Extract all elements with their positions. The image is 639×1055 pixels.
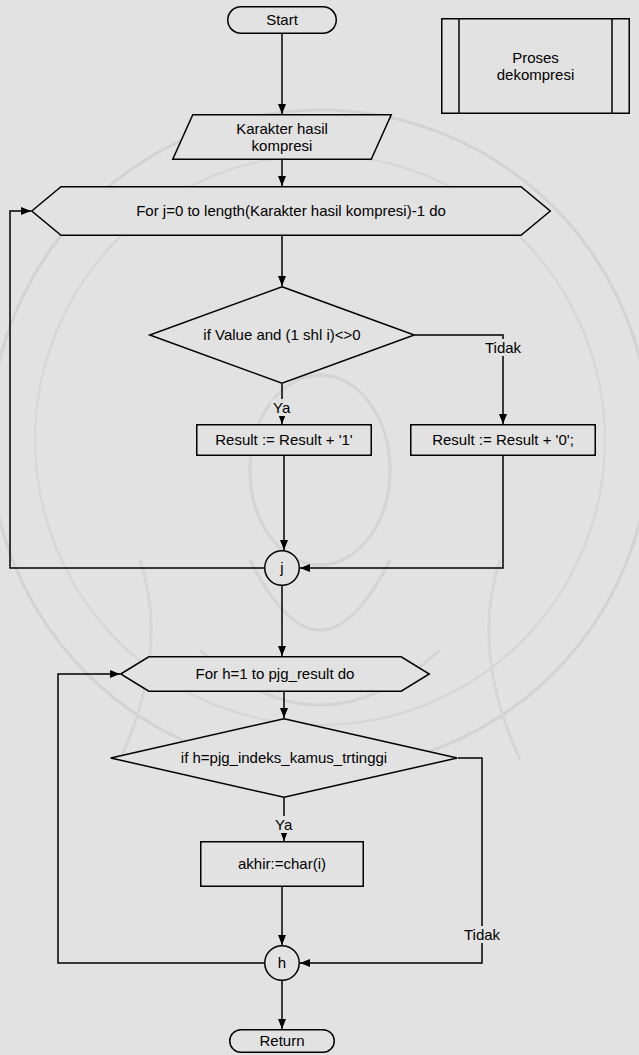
node-text: Result := Result + '0'; <box>432 431 574 448</box>
node-text: if h=pjg_indeks_kamus_trtinggi <box>181 749 387 766</box>
node-text: h <box>278 954 286 971</box>
flow-arrow <box>58 674 264 963</box>
node-text: Proses dekompresi <box>481 49 591 84</box>
watermark-ring <box>0 110 639 770</box>
node-text: Result := Result + '1' <box>215 431 352 448</box>
box-outline <box>201 842 364 887</box>
diamond-outline <box>111 719 458 798</box>
circle-outline <box>265 551 300 586</box>
predefined-process-box: Proses dekompresi <box>441 18 630 114</box>
decision-diamond: if h=pjg_indeks_kamus_trtinggi <box>110 718 458 798</box>
loop-hexagon: For h=1 to pjg_result do <box>120 656 430 692</box>
flow-arrow <box>283 456 285 550</box>
flow-arrow <box>281 34 283 114</box>
watermark-ring <box>35 155 605 725</box>
branch-label: Ya <box>271 399 292 416</box>
node-text: For h=1 to pjg_result do <box>196 665 355 682</box>
terminator-outline <box>228 7 337 34</box>
branch-label: Tidak <box>483 339 523 356</box>
circle-outline <box>265 946 300 981</box>
process-box: Result := Result + '0'; <box>410 424 596 456</box>
decision-diamond: if Value and (1 shl i)<>0 <box>149 286 415 384</box>
predefined-side-line <box>458 19 460 114</box>
node-text: j <box>280 559 283 576</box>
node-text: For j=0 to length(Karakter hasil kompres… <box>136 202 446 219</box>
parallelogram-outline <box>173 115 392 160</box>
branch-label: Tidak <box>462 926 502 943</box>
process-box: Result := Result + '1' <box>196 424 372 456</box>
box-outline <box>197 425 372 456</box>
node-text: Return <box>259 1032 304 1049</box>
flow-arrow <box>281 236 283 286</box>
hexagon-outline <box>121 657 430 692</box>
input-parallelogram: Karakter hasil kompresi <box>172 114 392 160</box>
hexagon-outline <box>32 187 551 236</box>
watermark-figure <box>250 375 390 565</box>
process-box: akhir:=char(i) <box>200 841 364 887</box>
node-text: Start <box>266 11 298 28</box>
box-outline <box>411 425 596 456</box>
terminator: Return <box>229 1029 335 1053</box>
flow-arrow <box>281 586 283 656</box>
branch-label: Ya <box>273 816 294 833</box>
node-text: akhir:=char(i) <box>238 855 326 872</box>
connector-circle: j <box>264 550 300 586</box>
box-outline <box>442 19 630 114</box>
node-text: if Value and (1 shl i)<>0 <box>203 326 360 343</box>
flow-arrow <box>281 981 283 1029</box>
predefined-side-line <box>611 19 613 114</box>
flow-arrow <box>300 456 503 568</box>
terminator: Start <box>227 6 337 34</box>
flow-arrow <box>283 692 285 718</box>
flow-arrow <box>10 211 264 568</box>
node-text: Karakter hasil kompresi <box>212 120 352 155</box>
flow-arrow <box>281 887 283 945</box>
diamond-outline <box>150 287 415 384</box>
connector-circle: h <box>264 945 300 981</box>
terminator-outline <box>230 1030 335 1053</box>
flow-arrow <box>281 160 283 186</box>
loop-hexagon: For j=0 to length(Karakter hasil kompres… <box>31 186 551 236</box>
